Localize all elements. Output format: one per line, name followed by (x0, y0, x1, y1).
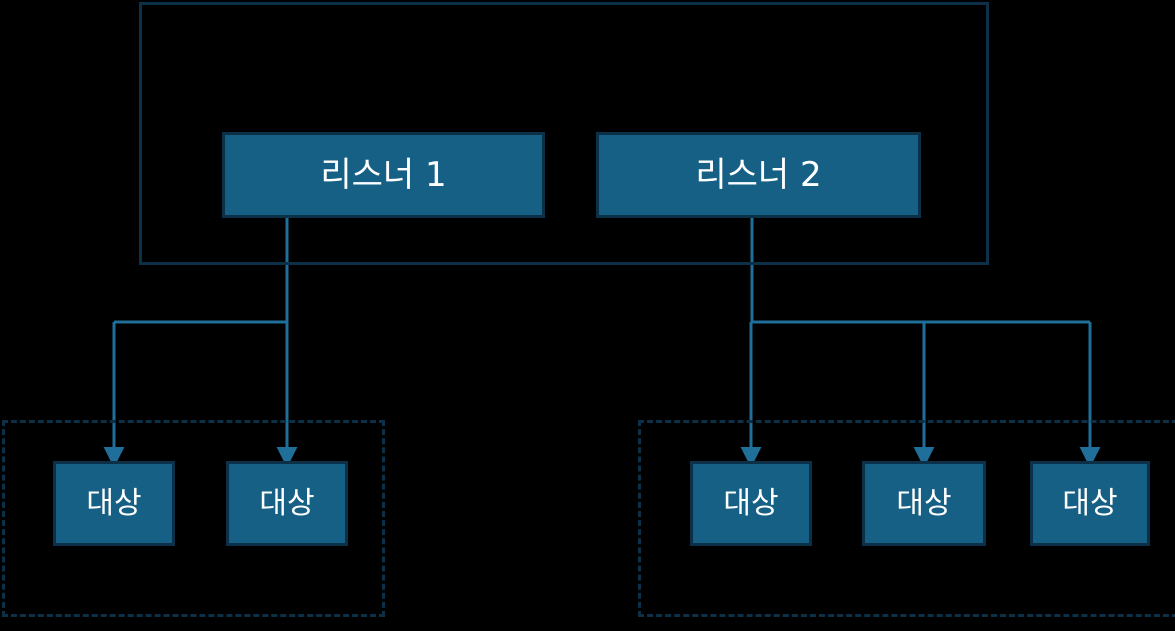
target-node-5[interactable]: 대상 (1030, 461, 1150, 546)
listener-1-label: 리스너 1 (320, 155, 447, 195)
target-group-right (638, 420, 1175, 617)
target-group-left (2, 420, 385, 617)
load-balancer-container (139, 2, 989, 265)
target-label: 대상 (896, 485, 952, 521)
target-node-4[interactable]: 대상 (862, 461, 986, 546)
listener-1-node[interactable]: 리스너 1 (222, 132, 545, 218)
target-label: 대상 (1062, 485, 1118, 521)
target-node-1[interactable]: 대상 (53, 461, 175, 546)
target-label: 대상 (723, 485, 779, 521)
listener-2-node[interactable]: 리스너 2 (596, 132, 921, 218)
target-node-3[interactable]: 대상 (690, 461, 812, 546)
listener-2-label: 리스너 2 (695, 155, 822, 195)
target-node-2[interactable]: 대상 (226, 461, 348, 546)
target-label: 대상 (259, 485, 315, 521)
connector-paths (103, 218, 1101, 468)
target-label: 대상 (86, 485, 142, 521)
